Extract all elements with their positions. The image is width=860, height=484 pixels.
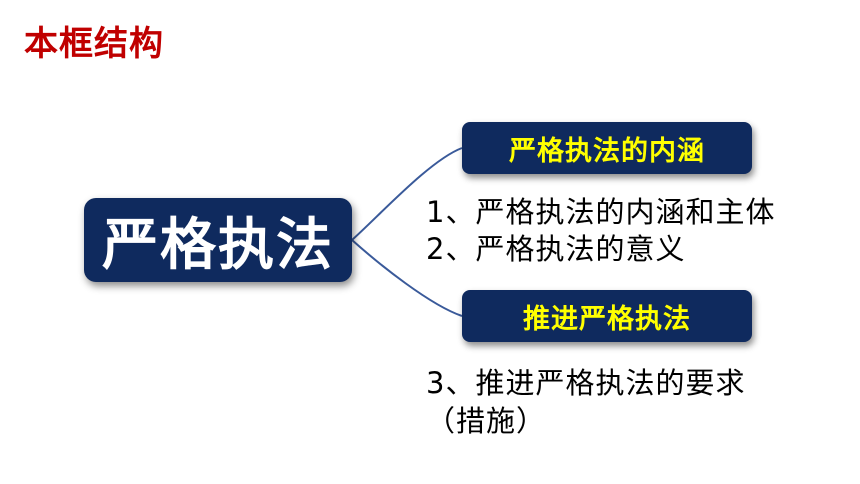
branch-2-item-1-note: （措施） (426, 404, 547, 438)
branch-1-item-1: 1、严格执法的内涵和主体 (426, 195, 776, 229)
branch-2-item-1: 3、推进严格执法的要求 (426, 366, 746, 400)
connector-to-branch-1 (351, 147, 463, 241)
branch-1-item-2: 2、严格执法的意义 (426, 232, 686, 266)
branch-node-promote: 推进严格执法 (462, 290, 752, 342)
page-title: 本框结构 (24, 24, 164, 64)
root-node: 严格执法 (84, 198, 352, 282)
connector-to-branch-2 (351, 239, 463, 317)
branch-node-connotation: 严格执法的内涵 (462, 122, 752, 174)
